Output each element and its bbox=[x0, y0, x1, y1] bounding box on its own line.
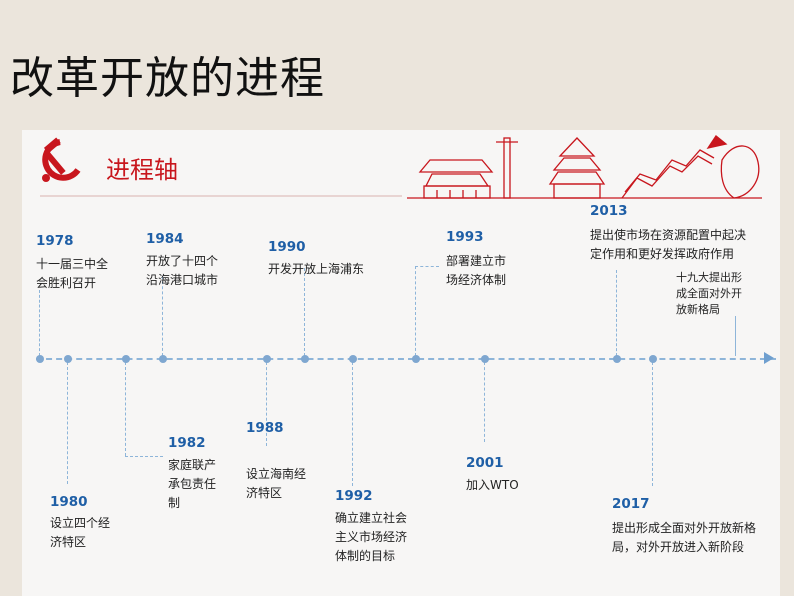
event-desc-line: 部署建立市 bbox=[446, 254, 507, 268]
event-desc-line: 承包责任 bbox=[168, 477, 217, 491]
timeline-dot bbox=[613, 355, 621, 363]
event-desc-line: 提出形成全面对外开放新格 bbox=[612, 521, 757, 535]
event-year: 1978 bbox=[36, 233, 74, 249]
timeline-dot bbox=[64, 355, 72, 363]
event-year: 2013 bbox=[590, 203, 628, 219]
event-desc-line: 设立海南经 bbox=[246, 467, 307, 481]
event-desc-line: 体制的目标 bbox=[335, 549, 396, 563]
hammer-sickle-icon bbox=[42, 137, 81, 182]
connector-1982 bbox=[125, 362, 126, 456]
landmarks-illustration bbox=[407, 135, 762, 199]
event-year: 1990 bbox=[268, 239, 306, 255]
timeline-arrow-icon bbox=[764, 352, 774, 364]
event-desc-line: 家庭联产 bbox=[168, 458, 217, 472]
event-desc-line: 确立建立社会 bbox=[335, 511, 408, 525]
connector-1990 bbox=[304, 268, 305, 356]
timeline-axis bbox=[36, 358, 776, 360]
note-line: 十九大提出形 bbox=[676, 271, 742, 284]
page-title: 改革开放的进程 bbox=[10, 53, 325, 104]
event-year: 2001 bbox=[466, 455, 504, 471]
event-year: 1984 bbox=[146, 231, 184, 247]
connector-1980 bbox=[67, 362, 68, 484]
connector-2001 bbox=[484, 362, 485, 442]
connector-note bbox=[735, 316, 736, 356]
timeline-dot bbox=[122, 355, 130, 363]
header-banner bbox=[40, 135, 762, 199]
connector-1993 bbox=[415, 266, 416, 356]
connector-2017 bbox=[652, 362, 653, 486]
event-year: 1980 bbox=[50, 494, 88, 510]
timeline-dot bbox=[159, 355, 167, 363]
event-desc-line: 定作用和更好发挥政府作用 bbox=[590, 247, 735, 261]
event-desc-line: 沿海港口城市 bbox=[146, 273, 219, 287]
connector-1982-h bbox=[125, 456, 163, 457]
event-year: 1992 bbox=[335, 488, 373, 504]
event-desc-line: 提出使市场在资源配置中起决 bbox=[590, 228, 747, 242]
timeline-dot bbox=[263, 355, 271, 363]
event-desc-line: 济特区 bbox=[246, 486, 283, 500]
timeline-dot bbox=[301, 355, 309, 363]
event-desc-line: 主义市场经济 bbox=[335, 530, 408, 544]
timeline-dot bbox=[481, 355, 489, 363]
connector-1984 bbox=[162, 276, 163, 356]
note-line: 成全面对外开 bbox=[676, 287, 742, 300]
note-line: 放新格局 bbox=[676, 303, 720, 316]
event-desc-line: 局，对外开放进入新阶段 bbox=[612, 540, 745, 554]
connector-1978 bbox=[39, 290, 40, 356]
event-year: 1993 bbox=[446, 229, 484, 245]
event-year: 1988 bbox=[246, 420, 284, 436]
timeline-dot bbox=[349, 355, 357, 363]
timeline-dot bbox=[649, 355, 657, 363]
section-title: 进程轴 bbox=[106, 156, 178, 184]
event-desc-line: 会胜利召开 bbox=[36, 276, 97, 290]
connector-1993-h bbox=[415, 266, 439, 267]
connector-1988 bbox=[266, 362, 267, 446]
event-year: 1982 bbox=[168, 435, 206, 451]
slide-panel: 进程轴 1978 十一届三中全 会胜利召开 1980 设立四个经 济特区 198… bbox=[22, 130, 780, 596]
event-desc-line: 济特区 bbox=[50, 535, 87, 549]
event-desc-line: 加入WTO bbox=[466, 478, 519, 492]
timeline-dot bbox=[412, 355, 420, 363]
event-desc-line: 开发开放上海浦东 bbox=[268, 262, 365, 276]
event-desc-line: 制 bbox=[168, 496, 181, 510]
event-desc-line: 场经济体制 bbox=[446, 273, 507, 287]
connector-1992 bbox=[352, 362, 353, 486]
event-year: 2017 bbox=[612, 496, 650, 512]
connector-2013 bbox=[616, 270, 617, 356]
timeline-dot bbox=[36, 355, 44, 363]
event-desc-line: 开放了十四个 bbox=[146, 254, 219, 268]
event-desc-line: 十一届三中全 bbox=[36, 257, 109, 271]
event-desc-line: 设立四个经 bbox=[50, 516, 111, 530]
